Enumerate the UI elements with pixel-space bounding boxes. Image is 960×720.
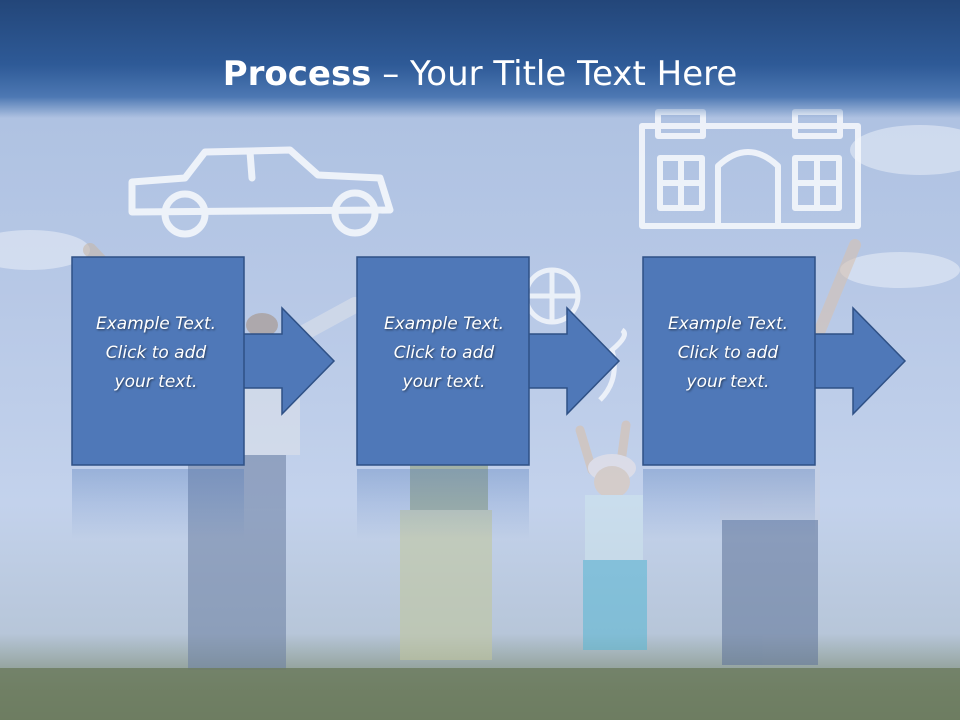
step-2-arrow[interactable] xyxy=(526,306,621,416)
step-2-line-3: your text. xyxy=(402,372,486,392)
title-bold: Process xyxy=(222,54,372,94)
step-3-text[interactable]: Example Text. Click to add your text. xyxy=(642,310,814,397)
step-1-line-3: your text. xyxy=(114,372,198,392)
step-2-box[interactable] xyxy=(356,256,530,466)
step-3-box[interactable] xyxy=(642,256,816,466)
title-bar xyxy=(0,0,960,118)
slide-title[interactable]: Process – Your Title Text Here xyxy=(0,52,960,96)
step-1-box[interactable] xyxy=(71,256,245,466)
step-1-line-2: Click to add xyxy=(105,343,207,363)
title-rest: – Your Title Text Here xyxy=(371,54,738,94)
step-3-line-3: your text. xyxy=(686,372,770,392)
step-2-line-1: Example Text. xyxy=(383,314,505,334)
step-3-line-2: Click to add xyxy=(677,343,779,363)
cloud-house-icon xyxy=(639,109,861,229)
step-1-line-1: Example Text. xyxy=(95,314,217,334)
step-3-reflection xyxy=(643,469,815,539)
step-2-line-2: Click to add xyxy=(393,343,495,363)
step-1-arrow[interactable] xyxy=(241,306,336,416)
step-1-reflection xyxy=(72,469,244,539)
step-3-line-1: Example Text. xyxy=(667,314,789,334)
step-1-text[interactable]: Example Text. Click to add your text. xyxy=(70,310,242,397)
cloud-car-icon xyxy=(128,146,394,238)
step-3-arrow[interactable] xyxy=(812,306,907,416)
step-2-text[interactable]: Example Text. Click to add your text. xyxy=(358,310,530,397)
step-2-reflection xyxy=(357,469,529,539)
